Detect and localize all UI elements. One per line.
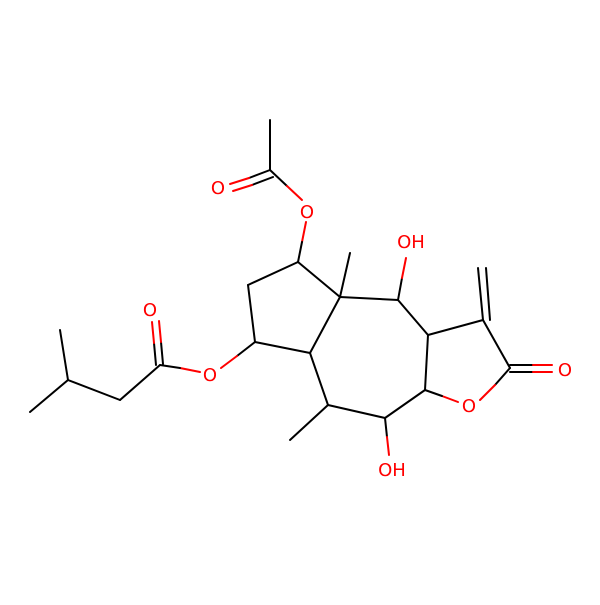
bond-acetyl-co-b1 — [251, 176, 274, 186]
bond-isoval-co-b1 — [160, 341, 164, 365]
isovalerate-ester-oxygen-label: O — [203, 365, 217, 386]
bond-isoval-c3-me2 — [29, 379, 69, 413]
bond-o-isoval-2 — [159, 364, 181, 369]
bond-c8-c8a — [297, 261, 341, 298]
bond-c9a-c3a — [424, 334, 429, 391]
bond-oring-c3a-2 — [424, 389, 443, 397]
bond-c9a-c1 — [427, 319, 484, 336]
bond-c8a-c5a — [309, 296, 341, 354]
bond-isoval-co-a1 — [153, 342, 157, 366]
bond-c6-o-1 — [236, 341, 256, 357]
bond-c4-oh-1 — [384, 417, 388, 438]
bond-methylene-a — [477, 267, 484, 321]
bond-c3a-c4 — [384, 389, 426, 419]
bond-c8a-c9 — [339, 296, 399, 301]
bond-c4-c5 — [327, 404, 386, 419]
atom-labels: O O OH O O OH O O — [143, 178, 572, 481]
bond-o-c8-2 — [297, 241, 303, 263]
isovalerate-carbonyl-oxygen-label: O — [143, 300, 157, 321]
hydroxyl-top-label: OH — [397, 232, 425, 253]
bond-acetyl-c-o-2 — [286, 185, 303, 201]
lactone-carbonyl-oxygen-label: O — [558, 360, 572, 381]
bond-c9-c9a — [397, 299, 429, 336]
bond-isoval-c1-c2 — [119, 364, 161, 401]
bond-c9-oh-1 — [397, 277, 403, 301]
bond-c5a-c6 — [254, 341, 311, 354]
acetyl-carbonyl-oxygen-label: O — [211, 178, 225, 199]
bond-c6-o-2 — [220, 355, 238, 369]
bond-isoval-co-a2 — [151, 321, 155, 344]
acetyl-ester-oxygen-label: O — [300, 202, 314, 223]
bond-c6-c7 — [247, 284, 256, 343]
bond-c5-c5a — [309, 352, 329, 406]
heteroatom-bonds — [151, 169, 553, 456]
bond-c1-c2 — [482, 319, 511, 369]
bond-angular-methyl — [339, 252, 351, 298]
bond-acetyl-co-a1 — [248, 169, 271, 179]
bond-c7-c8 — [247, 261, 299, 286]
bond-c9-oh-2 — [401, 257, 407, 279]
bond-isoval-co-b2 — [158, 320, 162, 343]
bond-c5-methyl — [289, 404, 329, 441]
bond-acetyl-co-b2 — [232, 184, 253, 192]
bond-oring-c3a-1 — [441, 395, 459, 403]
bond-c2-oring-2 — [479, 384, 496, 401]
bond-c4-oh-2 — [386, 436, 390, 456]
bond-o-c8-1 — [301, 221, 307, 243]
bond-c2-oring-1 — [494, 367, 511, 386]
lactone-ring-oxygen-label: O — [462, 396, 476, 417]
hydroxyl-bottom-label: OH — [378, 460, 406, 481]
bond-o-isoval-1 — [179, 367, 201, 373]
bond-acetyl-c-o-1 — [269, 169, 288, 187]
bond-isoval-c2-c3 — [67, 379, 121, 401]
bond-acetyl-co-a2 — [229, 177, 250, 185]
carbon-skeleton — [29, 119, 511, 441]
bond-isoval-c3-me1 — [59, 329, 69, 381]
bond-methylene-b — [485, 267, 491, 321]
